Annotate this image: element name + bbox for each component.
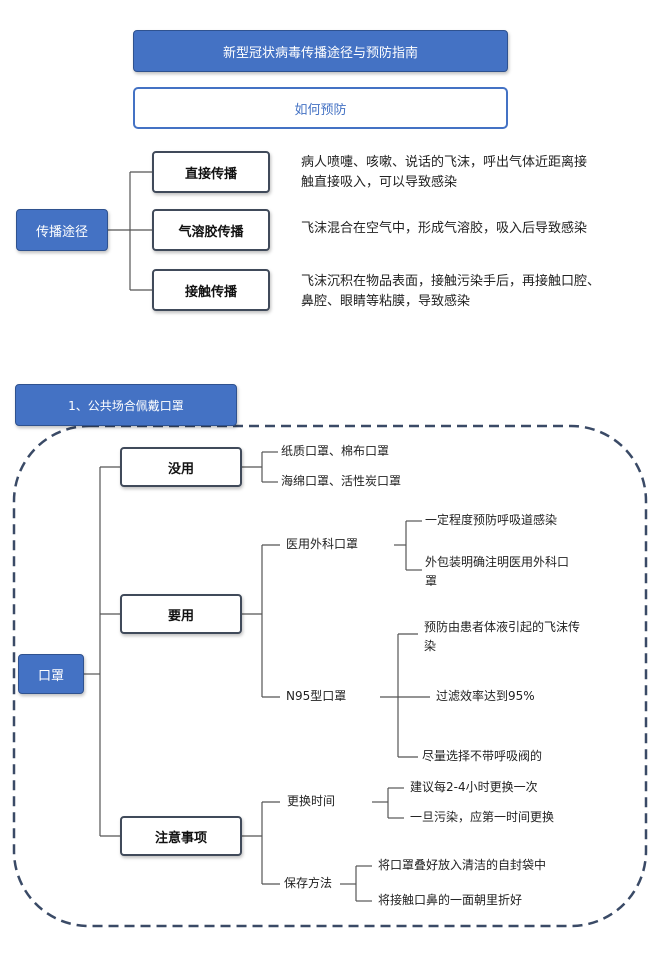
aerosol-transmission-node: 气溶胶传播 xyxy=(152,209,270,251)
item-line: 预防由患者体液引起的飞沫传 xyxy=(424,620,581,634)
storage-method-item: 将口罩叠好放入清洁的自封袋中 xyxy=(378,858,547,872)
aerosol-transmission-desc: 飞沫混合在空气中，形成气溶胶，吸入后导致感染 xyxy=(301,219,651,239)
replace-time-item: 一旦污染，应第一时间更换 xyxy=(410,810,555,824)
n95-mask-item: 过滤效率达到95% xyxy=(436,689,535,703)
replace-time-label: 更换时间 xyxy=(287,794,336,808)
mask-root-node: 口罩 xyxy=(18,654,84,694)
storage-method-item: 将接触口鼻的一面朝里折好 xyxy=(378,893,523,907)
subtitle-box: 如何预防 xyxy=(133,87,508,129)
item-line: 罩 xyxy=(425,574,438,588)
useless-item: 纸质口罩、棉布口罩 xyxy=(281,444,390,458)
mask-section-heading: 1、公共场合佩戴口罩 xyxy=(15,384,237,426)
n95-mask-label: N95型口罩 xyxy=(286,689,347,703)
useless-item: 海绵口罩、活性炭口罩 xyxy=(281,474,402,488)
desc-line: 飞沫混合在空气中，形成气溶胶，吸入后导致感染 xyxy=(301,221,588,236)
contact-transmission-node: 接触传播 xyxy=(152,269,270,311)
surgical-mask-item: 一定程度预防呼吸道感染 xyxy=(425,513,558,527)
contact-transmission-desc: 飞沫沉积在物品表面，接触污染手后，再接触口腔、 鼻腔、眼睛等粘膜，导致感染 xyxy=(301,272,651,312)
surgical-mask-label: 医用外科口罩 xyxy=(286,537,359,551)
page-title: 新型冠状病毒传播途径与预防指南 xyxy=(133,30,508,72)
item-line: 外包装明确注明医用外科口 xyxy=(425,555,570,569)
item-line: 染 xyxy=(424,639,437,653)
direct-transmission-node: 直接传播 xyxy=(152,151,270,193)
n95-mask-item: 预防由患者体液引起的飞沫传 染 xyxy=(424,618,614,656)
transmission-root-node: 传播途径 xyxy=(16,209,108,251)
desc-line: 鼻腔、眼睛等粘膜，导致感染 xyxy=(301,294,471,309)
notes-node: 注意事项 xyxy=(120,816,242,856)
n95-mask-item: 尽量选择不带呼吸阀的 xyxy=(422,749,543,763)
storage-method-label: 保存方法 xyxy=(284,876,333,890)
useless-node: 没用 xyxy=(120,447,242,487)
surgical-mask-item: 外包装明确注明医用外科口 罩 xyxy=(425,553,615,591)
desc-line: 触直接吸入，可以导致感染 xyxy=(301,175,458,190)
desc-line: 病人喷嚏、咳嗽、说话的飞沫，呼出气体近距离接 xyxy=(301,155,588,170)
direct-transmission-desc: 病人喷嚏、咳嗽、说话的飞沫，呼出气体近距离接 触直接吸入，可以导致感染 xyxy=(301,153,651,193)
desc-line: 飞沫沉积在物品表面，接触污染手后，再接触口腔、 xyxy=(301,274,601,289)
replace-time-item: 建议每2-4小时更换一次 xyxy=(410,780,538,794)
useful-node: 要用 xyxy=(120,594,242,634)
mask-section-dashed-border xyxy=(12,424,648,928)
